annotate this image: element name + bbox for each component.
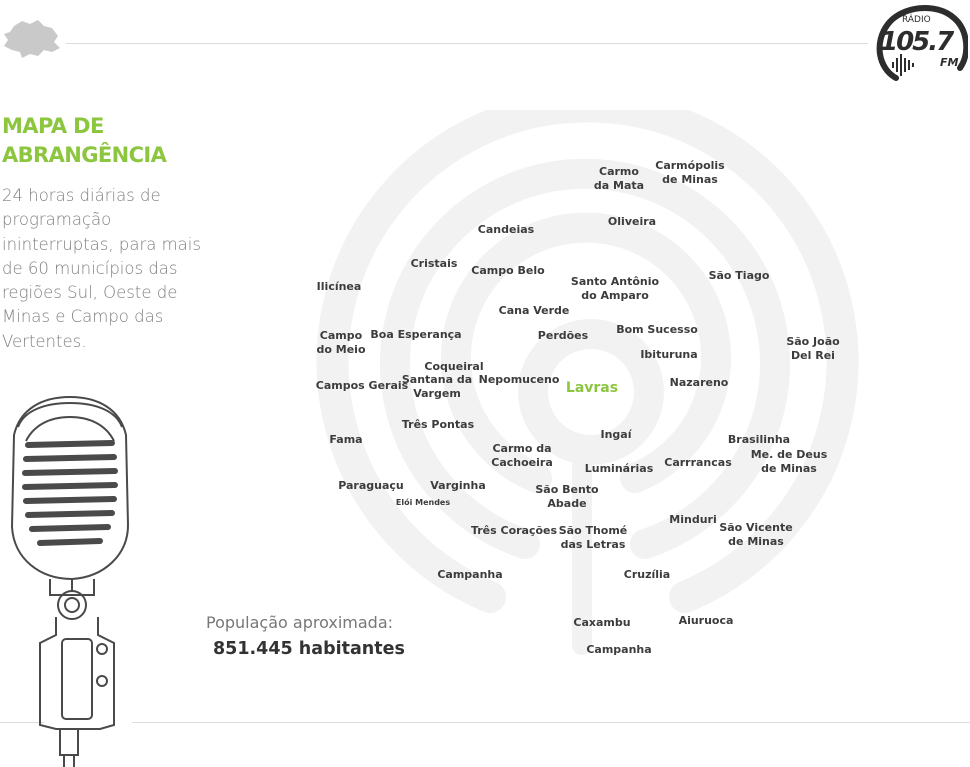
city-campanha-2: Campanha	[586, 643, 652, 656]
city-sao-tiago: São Tiago	[708, 269, 770, 282]
city-varginha: Varginha	[430, 479, 486, 492]
city-minduri: Minduri	[669, 513, 717, 526]
city-luminarias: Luminárias	[584, 462, 654, 475]
section-title: MAPA DE ABRANGÊNCIA	[2, 112, 167, 170]
svg-text:RÁDIO: RÁDIO	[902, 13, 931, 25]
title-line-1: MAPA DE	[2, 114, 104, 138]
city-campos-gerais: Campos Gerais	[315, 379, 409, 392]
svg-text:105.7: 105.7	[880, 27, 955, 57]
city-perdoes: Perdões	[537, 329, 589, 342]
city-cristais: Cristais	[410, 257, 458, 270]
city-campanha-1: Campanha	[437, 568, 503, 581]
radio-logo: RÁDIO 105.7 FM	[876, 2, 970, 88]
city-campo-belo: Campo Belo	[471, 264, 545, 277]
city-caxambu: Caxambu	[573, 616, 631, 629]
coverage-description: 24 horas diárias de programação ininterr…	[2, 186, 201, 351]
city-aiuruoca: Aiuruoca	[678, 614, 734, 627]
city-eloi-mendes: Elói Mendes	[395, 498, 451, 507]
city-fama: Fama	[329, 433, 363, 446]
population-label: População aproximada:	[206, 613, 394, 632]
city-nazareno: Nazareno	[669, 376, 729, 389]
city-ilicinea: Ilicínea	[316, 280, 362, 293]
city-tres-pontas: Três Pontas	[401, 418, 475, 431]
city-paraguacu: Paraguaçu	[338, 479, 404, 492]
city-oliveira: Oliveira	[607, 215, 657, 228]
top-divider	[66, 43, 868, 44]
vintage-microphone-icon	[10, 395, 130, 767]
city-coqueiral: Coqueiral	[424, 360, 484, 373]
bottom-divider-left	[0, 722, 44, 723]
bottom-divider-right	[132, 722, 970, 723]
city-ingai: Ingaí	[600, 428, 632, 441]
population-value: 851.445 habitantes	[213, 639, 405, 659]
city-ibituruna: Ibituruna	[640, 348, 698, 361]
radio-logo-graphic: RÁDIO 105.7 FM	[876, 5, 970, 81]
city-tres-coracoes: Três Corações	[470, 524, 558, 537]
city-lavras: Lavras	[565, 380, 619, 396]
svg-text:FM: FM	[940, 56, 959, 69]
city-brasilinha: Brasilinha	[727, 433, 791, 446]
city-cruzilia: Cruzília	[623, 568, 671, 581]
city-candeias: Candeias	[477, 223, 535, 236]
city-cana-verde: Cana Verde	[498, 304, 570, 317]
title-line-2: ABRANGÊNCIA	[2, 143, 167, 167]
city-bom-sucesso: Bom Sucesso	[616, 323, 698, 336]
city-nepomuceno: Nepomuceno	[478, 373, 560, 386]
minas-gerais-map-icon	[4, 20, 60, 58]
coverage-signal-graphic	[316, 110, 859, 655]
city-boa-esperanca: Boa Esperança	[370, 328, 462, 341]
city-carrrancas: Carrrancas	[664, 456, 732, 469]
